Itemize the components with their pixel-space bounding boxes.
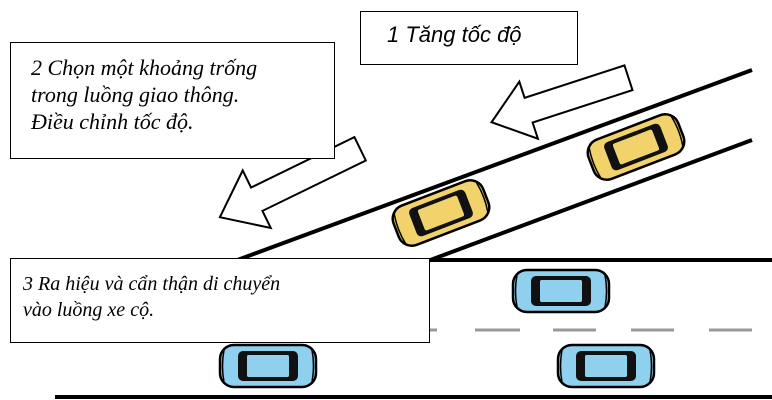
yellow-car-icon: [584, 110, 689, 184]
yellow-car-icon: [389, 176, 494, 250]
step-2-line-1: 2 Chọn một khoảng trống: [31, 55, 334, 82]
step-1-callout: 1 Tăng tốc độ: [360, 11, 578, 65]
step-2-line-2: trong luồng giao thông.: [31, 82, 334, 109]
step-2-line-3: Điều chỉnh tốc độ.: [31, 109, 334, 136]
step-3-line-1: 3 Ra hiệu và cẩn thận di chuyển: [23, 271, 429, 297]
blue-car-icon: [558, 345, 654, 387]
blue-car-icon: [220, 345, 316, 387]
step-2-callout: 2 Chọn một khoảng trống trong luồng giao…: [10, 42, 335, 159]
step-1-text: 1 Tăng tốc độ: [387, 22, 577, 48]
step-3-line-2: vào luồng xe cộ.: [23, 297, 429, 323]
blue-car-icon: [513, 270, 609, 312]
step-3-callout: 3 Ra hiệu và cẩn thận di chuyển vào luồn…: [10, 258, 430, 343]
